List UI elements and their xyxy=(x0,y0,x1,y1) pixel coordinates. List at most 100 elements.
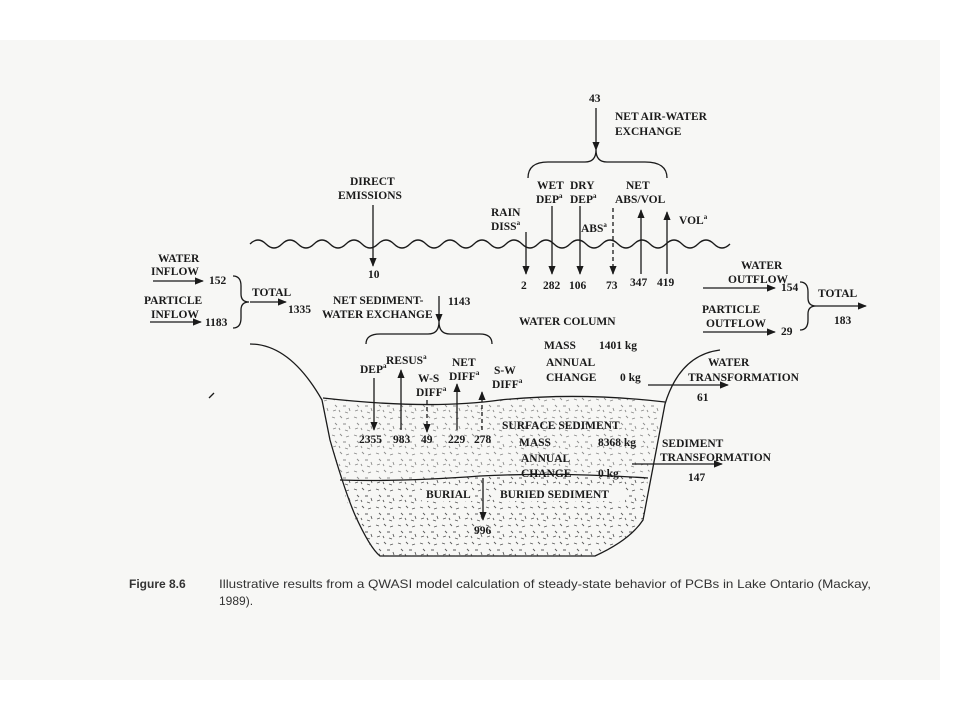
footnote-marker: a xyxy=(593,192,597,200)
ws-diffusion-value: 49 xyxy=(421,434,433,446)
particle-inflow-value: 1183 xyxy=(205,317,228,329)
net-diff-label: NET xyxy=(452,357,476,369)
caption-line-1: Illustrative results from a QWASI model … xyxy=(219,577,871,591)
outflow-label: OUTFLOW xyxy=(728,274,789,286)
rain-diss-value: 2 xyxy=(521,280,527,292)
stray-mark xyxy=(208,392,215,399)
particle-inflow-label: PARTICLE xyxy=(144,295,202,307)
rain-label: RAIN xyxy=(491,207,521,219)
footnote-marker: a xyxy=(519,377,523,385)
sediment-transformation-value: 147 xyxy=(688,472,706,484)
dry-dep-label: DEPa xyxy=(570,192,597,206)
wet-dep-label: DEPa xyxy=(536,192,563,206)
water-sediment-interface xyxy=(322,395,666,406)
water-transformation-value: 61 xyxy=(697,392,709,404)
burial-label-backdrop xyxy=(422,486,472,501)
sediment-exchange-brace xyxy=(365,321,493,345)
particle-inflow-label-2: INFLOW xyxy=(151,309,199,321)
net-air-water-label: NET AIR-WATER xyxy=(615,111,708,123)
footnote-marker: a xyxy=(476,369,480,377)
ws-diff-label: DIFFa xyxy=(416,385,447,399)
water-exchange-label: WATER EXCHANGE xyxy=(322,309,433,321)
surface-sediment-label: SURFACE SEDIMENT xyxy=(502,420,620,432)
top-flux-value: 43 xyxy=(589,93,601,105)
particle-outflow-value: 29 xyxy=(781,326,793,338)
sediment-annual-change-value: 0 kg xyxy=(598,468,619,480)
inflow-brace xyxy=(232,275,250,329)
vol-label: VOLa xyxy=(679,213,708,227)
dry-dep-value: 106 xyxy=(569,280,587,292)
vol-value: 419 xyxy=(657,277,675,289)
sw-label: S-W xyxy=(494,365,516,377)
footnote-marker: a xyxy=(423,353,427,361)
net-diff-label-2: DIFFa xyxy=(449,369,480,383)
scanned-page xyxy=(0,40,940,680)
water-surface-wave xyxy=(249,239,731,249)
total-inflow-label: TOTAL xyxy=(252,287,292,299)
dry-label: DRY xyxy=(570,180,595,192)
sediment-change-label: CHANGE xyxy=(521,468,572,480)
annual-label: ANNUAL xyxy=(546,357,596,369)
footnote-marker: a xyxy=(517,219,521,227)
sw-diffusion-value: 278 xyxy=(474,434,492,446)
water-outflow-value: 154 xyxy=(781,282,799,294)
figure-number: Figure 8.6 xyxy=(129,577,186,591)
emissions-label: EMISSIONS xyxy=(338,190,402,202)
change-label: CHANGE xyxy=(546,372,597,384)
sediment-mass-label: MASS xyxy=(519,437,551,449)
buried-sediment-label: BURIED SEDIMENT xyxy=(500,489,609,501)
water-outflow-label: WATER xyxy=(741,260,783,272)
sediment-transformation-label-2: TRANSFORMATION xyxy=(660,452,772,464)
annual-change-value: 0 kg xyxy=(620,372,641,384)
footnote-marker: a xyxy=(603,221,607,229)
buried-sediment-backdrop xyxy=(497,486,625,501)
net-sediment-value: 1143 xyxy=(448,296,471,308)
footnote-marker: a xyxy=(704,213,708,221)
wet-label: WET xyxy=(537,180,564,192)
transformation-label: TRANSFORMATION xyxy=(688,372,800,384)
water-column-label: WATER COLUMN xyxy=(519,316,616,328)
abs-label: ABSa xyxy=(581,221,607,235)
total-inflow-value: 1335 xyxy=(288,304,311,316)
burial-value: 996 xyxy=(474,525,492,537)
abs-vol-value: 347 xyxy=(630,277,648,289)
caption-line-2: 1989). xyxy=(219,594,253,608)
resuspension-value: 983 xyxy=(393,434,411,446)
water-transformation-label: WATER xyxy=(708,357,750,369)
net-abs-label: NET xyxy=(626,180,650,192)
mass-value: 1401 kg xyxy=(599,340,637,352)
wet-dep-value: 282 xyxy=(543,280,561,292)
inflow-label: INFLOW xyxy=(151,266,199,278)
outflow-brace xyxy=(799,281,817,331)
water-inflow-label: WATER xyxy=(158,253,200,265)
sediment-annual-label: ANNUAL xyxy=(521,453,571,465)
dep-label: DEPa xyxy=(360,362,387,376)
footnote-marker: a xyxy=(559,192,563,200)
surface-sediment-fill xyxy=(323,396,665,481)
sediment-burial-interface xyxy=(339,473,649,482)
deposition-value: 2355 xyxy=(359,434,382,446)
air-water-brace xyxy=(527,149,668,179)
water-inflow-value: 152 xyxy=(209,275,227,287)
diss-label: DISSa xyxy=(491,219,521,233)
sediment-transformation-label: SEDIMENT xyxy=(662,438,724,450)
total-outflow-value: 183 xyxy=(834,315,852,327)
direct-emission-value: 10 xyxy=(368,269,380,281)
sw-diff-label: DIFFa xyxy=(492,377,523,391)
burial-label: BURIAL xyxy=(426,489,471,501)
footnote-marker: a xyxy=(443,385,447,393)
ws-label: W-S xyxy=(418,373,439,385)
sediment-mass-value: 8368 kg xyxy=(598,437,636,449)
direct-label: DIRECT xyxy=(350,176,395,188)
particle-outflow-label: PARTICLE xyxy=(702,304,760,316)
footnote-marker: a xyxy=(383,362,387,370)
particle-outflow-label-2: OUTFLOW xyxy=(706,318,767,330)
mass-label: MASS xyxy=(544,340,576,352)
total-outflow-label: TOTAL xyxy=(818,288,858,300)
resus-label: RESUSa xyxy=(386,353,427,367)
abs-value: 73 xyxy=(606,280,618,292)
abs-vol-label: ABS/VOL xyxy=(615,194,666,206)
net-diffusion-value: 229 xyxy=(448,434,466,446)
exchange-label: EXCHANGE xyxy=(615,126,682,138)
